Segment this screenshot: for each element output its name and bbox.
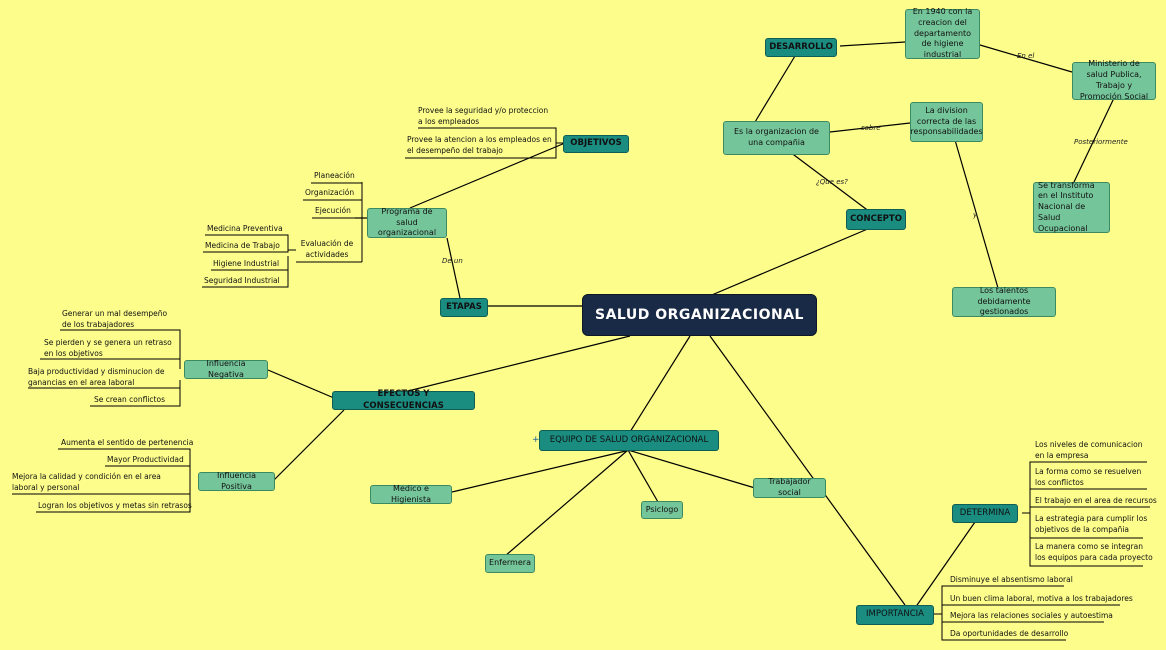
positiva-item[interactable]: Mejora la calidad y condición en el area… [12, 472, 161, 492]
objetivos-item[interactable]: Provee la atencion a los empleados en el… [407, 135, 552, 155]
node-en-1940[interactable]: En 1940 con la creacion del departamento… [905, 7, 980, 59]
label-sobre: sobre [861, 124, 881, 132]
node-influencia-negativa[interactable]: Influencia Negativa [184, 359, 268, 379]
importancia-item[interactable]: Un buen clima laboral, motiva a los trab… [950, 594, 1133, 603]
determina-item[interactable]: La manera como se integran los equipos p… [1035, 542, 1153, 562]
label-de-un: De un [442, 257, 463, 265]
importancia-item[interactable]: Disminuye el absentismo laboral [950, 575, 1073, 584]
expand-marker-icon[interactable]: + [532, 435, 540, 446]
label-posteriormente: Posteriormente [1074, 138, 1128, 146]
node-instituto[interactable]: Se transforma en el Instituto Nacional d… [1033, 181, 1110, 233]
topic-objetivos[interactable]: OBJETIVOS [563, 135, 629, 153]
node-medico-higienista[interactable]: Medico e Higienista [370, 484, 452, 504]
node-programa-salud[interactable]: Programa de salud organizacional [367, 207, 447, 238]
positiva-item[interactable]: Logran los objetivos y metas sin retraso… [38, 501, 192, 510]
topic-concepto[interactable]: CONCEPTO [846, 209, 906, 230]
topic-equipo-salud[interactable]: + EQUIPO DE SALUD ORGANIZACIONAL [532, 430, 719, 451]
negativa-item[interactable]: Generar un mal desempeño de los trabajad… [62, 309, 168, 329]
negativa-item[interactable]: Baja productividad y disminucion de gana… [28, 367, 165, 387]
programa-item-planeacion[interactable]: Planeación [314, 171, 355, 180]
topic-determina[interactable]: DETERMINA [952, 504, 1018, 523]
node-trabajador-social[interactable]: Trabajador social [753, 477, 826, 498]
programa-item-ejecucion[interactable]: Ejecución [315, 206, 351, 215]
evaluacion-item[interactable]: Seguridad Industrial [204, 276, 280, 285]
node-organizacion-compania[interactable]: Es la organizacion de una compañia [723, 121, 830, 155]
node-psicologo[interactable]: Psiclogo [641, 501, 683, 519]
topic-efectos-consecuencias[interactable]: EFECTOS Y CONSECUENCIAS [332, 389, 475, 411]
evaluacion-item[interactable]: Higiene Industrial [213, 259, 280, 268]
positiva-item[interactable]: Mayor Productividad [107, 455, 184, 464]
objetivos-item[interactable]: Provee la seguridad y/o proteccion a los… [418, 106, 549, 126]
topic-desarrollo[interactable]: DESARROLLO [765, 38, 837, 57]
label-que-es: ¿Que es? [816, 178, 848, 186]
equipo-label: EQUIPO DE SALUD ORGANIZACIONAL [549, 434, 709, 445]
topic-importancia[interactable]: IMPORTANCIA [856, 605, 934, 625]
node-talentos[interactable]: Los talentos debidamente gestionados [952, 286, 1056, 317]
determina-item[interactable]: La forma como se resuelven los conflicto… [1035, 467, 1142, 487]
importancia-item[interactable]: Mejora las relaciones sociales y autoest… [950, 611, 1113, 620]
evaluacion-item[interactable]: Medicina Preventiva [207, 224, 283, 233]
negativa-item[interactable]: Se pierden y se genera un retraso en los… [44, 338, 172, 358]
determina-item[interactable]: Los niveles de comunicacion en la empres… [1035, 440, 1143, 460]
determina-item[interactable]: La estrategia para cumplir los objetivos… [1035, 514, 1148, 534]
negativa-item[interactable]: Se crean conflictos [94, 395, 165, 404]
evaluacion-item[interactable]: Medicina de Trabajo [205, 241, 280, 250]
node-enfermera[interactable]: Enfermera [485, 554, 535, 573]
label-y: y [973, 211, 978, 219]
programa-item-organizacion[interactable]: Organización [305, 188, 355, 197]
node-influencia-positiva[interactable]: Influencia Positiva [198, 471, 275, 491]
label-en-el: En el [1017, 52, 1035, 60]
node-division[interactable]: La division correcta de las responsabili… [910, 102, 983, 142]
importancia-item[interactable]: Da oportunidades de desarrollo [950, 629, 1069, 638]
node-ministerio[interactable]: Ministerio de salud Publica, Trabajo y P… [1072, 59, 1156, 101]
central-topic[interactable]: SALUD ORGANIZACIONAL [582, 294, 817, 336]
programa-item-evaluacion[interactable]: Evaluación de actividades [300, 239, 354, 259]
positiva-item[interactable]: Aumenta el sentido de pertenencia [61, 438, 194, 447]
determina-item[interactable]: El trabajo en el area de recursos [1035, 496, 1157, 505]
topic-etapas[interactable]: ETAPAS [440, 298, 488, 317]
